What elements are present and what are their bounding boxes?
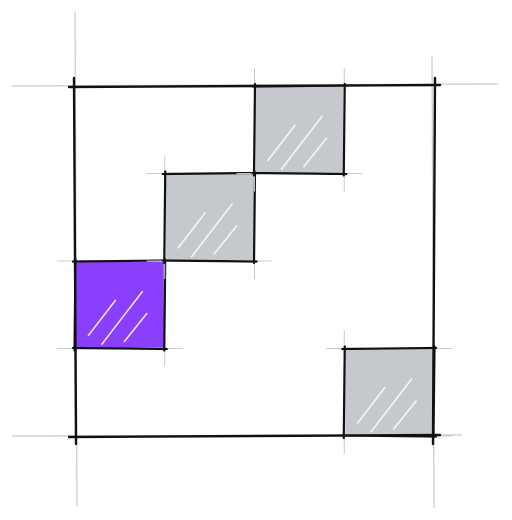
- cell-highlight-stroke: [213, 225, 238, 255]
- cell-highlight-stroke: [267, 124, 296, 162]
- cell-highlight-stroke: [392, 400, 417, 430]
- cell-highlight-stroke: [123, 312, 148, 343]
- cell-outline: [161, 170, 258, 265]
- cells: [57, 68, 452, 454]
- cell-highlight-stroke: [356, 387, 386, 424]
- cell-highlighted: [57, 243, 183, 367]
- cell-outline: [71, 257, 168, 352]
- cell-highlight-stroke: [303, 137, 328, 168]
- cell-gray-2: [236, 68, 363, 192]
- cell-highlight-stroke: [280, 115, 323, 170]
- cell-highlight-stroke: [190, 203, 233, 258]
- cell-highlight-stroke: [177, 212, 206, 249]
- cell-highlight-stroke: [87, 299, 117, 337]
- cell-highlight-stroke: [370, 378, 413, 433]
- outer-frame: [67, 76, 442, 446]
- cell-gray-1: [146, 155, 273, 279]
- grid-frame: [67, 76, 442, 446]
- cell-highlight-stroke: [101, 290, 144, 345]
- cell-gray-3: [326, 330, 452, 454]
